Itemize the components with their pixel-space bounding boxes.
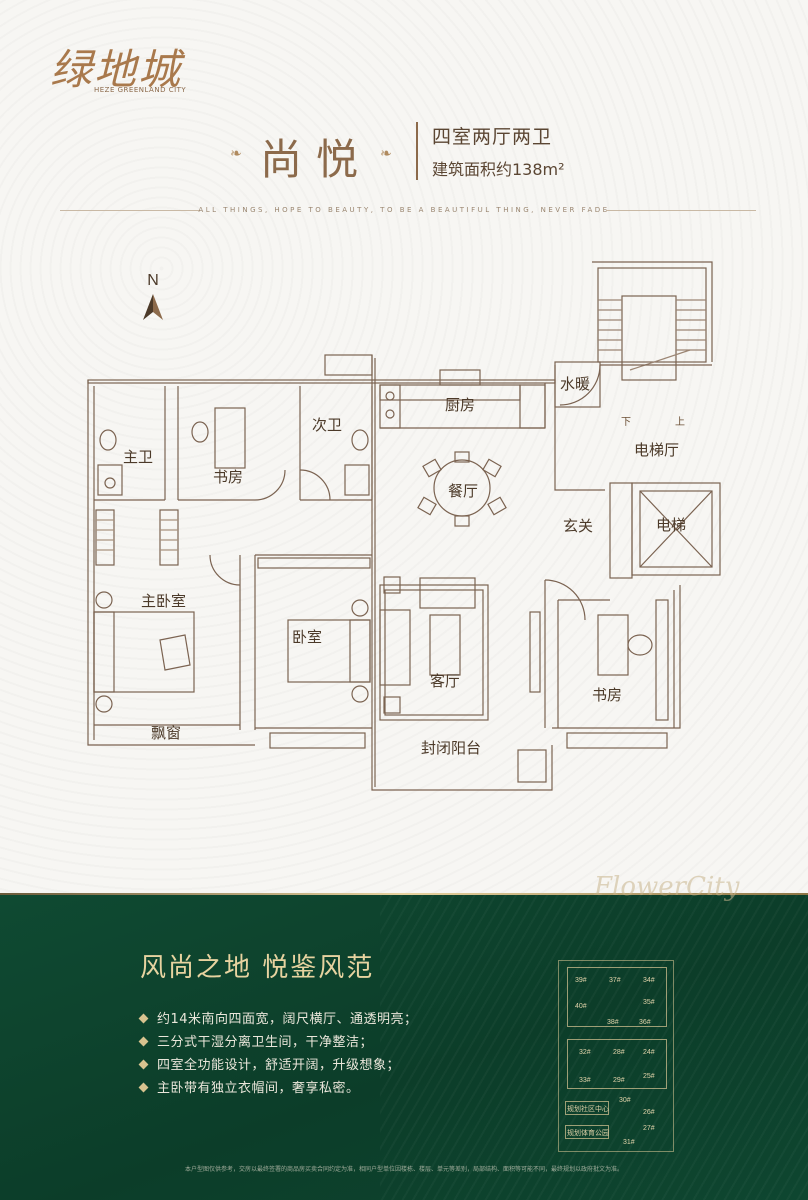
- feature-text: 约14米南向四面宽，阔尺横厅、通透明亮；: [157, 1012, 418, 1027]
- building-label: 27#: [643, 1125, 655, 1132]
- facility-label: 规划社区中心: [567, 1106, 609, 1113]
- unit-area: 建筑面积约138m²: [432, 160, 565, 179]
- disclaimer: 本户型图仅供参考，交房以最终签署的商品房买卖合同约定为准，相同户型单位因楼栋、楼…: [184, 1166, 623, 1173]
- building-label: 34#: [643, 977, 655, 984]
- compass-label: N: [147, 272, 159, 289]
- stripe-pattern: [380, 895, 808, 1200]
- diamond-bullet-icon: [138, 1036, 149, 1047]
- building-label: 26#: [643, 1109, 655, 1116]
- site-block: [567, 1039, 667, 1089]
- diamond-bullet-icon: [138, 1013, 149, 1024]
- feature-item: 主卧带有独立衣帽间，奢享私密。: [138, 1077, 418, 1100]
- building-label: 31#: [623, 1139, 635, 1146]
- ornament-right-icon: ❧: [380, 146, 392, 162]
- room-label-study-2: 书房: [592, 687, 622, 704]
- building-label: 38#: [607, 1019, 619, 1026]
- building-label: 24#: [643, 1049, 655, 1056]
- building-label: 35#: [643, 999, 655, 1006]
- feature-item: 三分式干湿分离卫生间，干净整洁；: [138, 1031, 418, 1054]
- building-label: 39#: [575, 977, 587, 984]
- room-label-bay-window: 飘窗: [151, 724, 181, 742]
- compass: N: [138, 272, 168, 326]
- diamond-bullet-icon: [138, 1059, 149, 1070]
- slogan: 风尚之地 悦鉴风范: [140, 953, 375, 983]
- unit-title: 尚悦: [260, 135, 373, 184]
- unit-layout: 四室两厅两卫: [432, 126, 553, 148]
- room-label-water-heating: 水暖: [560, 376, 590, 393]
- room-label-study-1: 书房: [213, 469, 243, 486]
- brand-logo: 绿地城 HEZE GREENLAND CITY: [50, 45, 187, 95]
- feature-item: 四室全功能设计，舒适开阔，升级想象；: [138, 1054, 418, 1077]
- tagline-rule-right: [606, 210, 756, 211]
- building-label: 36#: [639, 1019, 651, 1026]
- floor-plan: 主卫 书房 次卫 厨房 水暖 电梯厅 餐厅 玄关 电梯 主卧室 卧室 客厅 书房…: [87, 261, 721, 791]
- room-label-second-bath: 次卫: [312, 417, 342, 434]
- feature-text: 三分式干湿分离卫生间，干净整洁；: [157, 1035, 374, 1050]
- room-label-kitchen: 厨房: [445, 397, 475, 414]
- room-label-elevator: 电梯: [656, 517, 686, 534]
- unit-header: ❧ 尚悦 ❧ 四室两厅两卫 建筑面积约138m²: [230, 118, 610, 188]
- room-label-living: 客厅: [430, 673, 460, 690]
- building-label: 40#: [575, 1003, 587, 1010]
- feature-item: 约14米南向四面宽，阔尺横厅、通透明亮；: [138, 1008, 418, 1031]
- feature-text: 四室全功能设计，舒适开阔，升级想象；: [157, 1058, 401, 1073]
- room-label-elevator-hall: 电梯厅: [634, 442, 679, 459]
- wall: [87, 379, 556, 384]
- room-label-master-bath: 主卫: [123, 449, 153, 466]
- tagline-rule-left: [60, 210, 200, 211]
- building-label: 29#: [613, 1077, 625, 1084]
- site-block: [567, 967, 667, 1027]
- feature-list: 约14米南向四面宽，阔尺横厅、通透明亮； 三分式干湿分离卫生间，干净整洁； 四室…: [138, 1008, 418, 1100]
- diamond-bullet-icon: [138, 1082, 149, 1093]
- top-section: [0, 0, 808, 895]
- room-label-dining: 餐厅: [448, 483, 478, 500]
- ornament-left-icon: ❧: [230, 146, 242, 162]
- tagline: ALL THINGS, HOPE TO BEAUTY, TO BE A BEAU…: [198, 206, 610, 214]
- building-label: 25#: [643, 1073, 655, 1080]
- facility-box: [565, 1125, 609, 1139]
- header-divider: [416, 122, 418, 180]
- building-label: 30#: [619, 1097, 631, 1104]
- north-arrow-icon: [143, 294, 163, 320]
- stair-up-label: 上: [675, 416, 685, 428]
- room-label-balcony: 封闭阳台: [421, 740, 481, 757]
- room-label-master-bedroom: 主卧室: [141, 593, 186, 610]
- brand-name-cn: 绿地城: [50, 45, 183, 94]
- facility-label: 规划体育公园: [567, 1130, 609, 1137]
- brand-name-en: HEZE GREENLAND CITY: [94, 86, 187, 94]
- building-label: 37#: [609, 977, 621, 984]
- stair-down-label: 下: [621, 417, 631, 428]
- room-label-bedroom: 卧室: [292, 629, 322, 646]
- building-label: 33#: [579, 1077, 591, 1084]
- site-plan: 39# 37# 34# 35# 40# 38# 36# 32# 28# 24# …: [558, 960, 674, 1152]
- facility-box: [565, 1101, 609, 1115]
- building-label: 28#: [613, 1049, 625, 1056]
- building-label: 32#: [579, 1049, 591, 1056]
- watermark-text: FlowerCity: [594, 872, 740, 902]
- feature-text: 主卧带有独立衣帽间，奢享私密。: [157, 1081, 360, 1096]
- room-label-foyer: 玄关: [563, 518, 593, 535]
